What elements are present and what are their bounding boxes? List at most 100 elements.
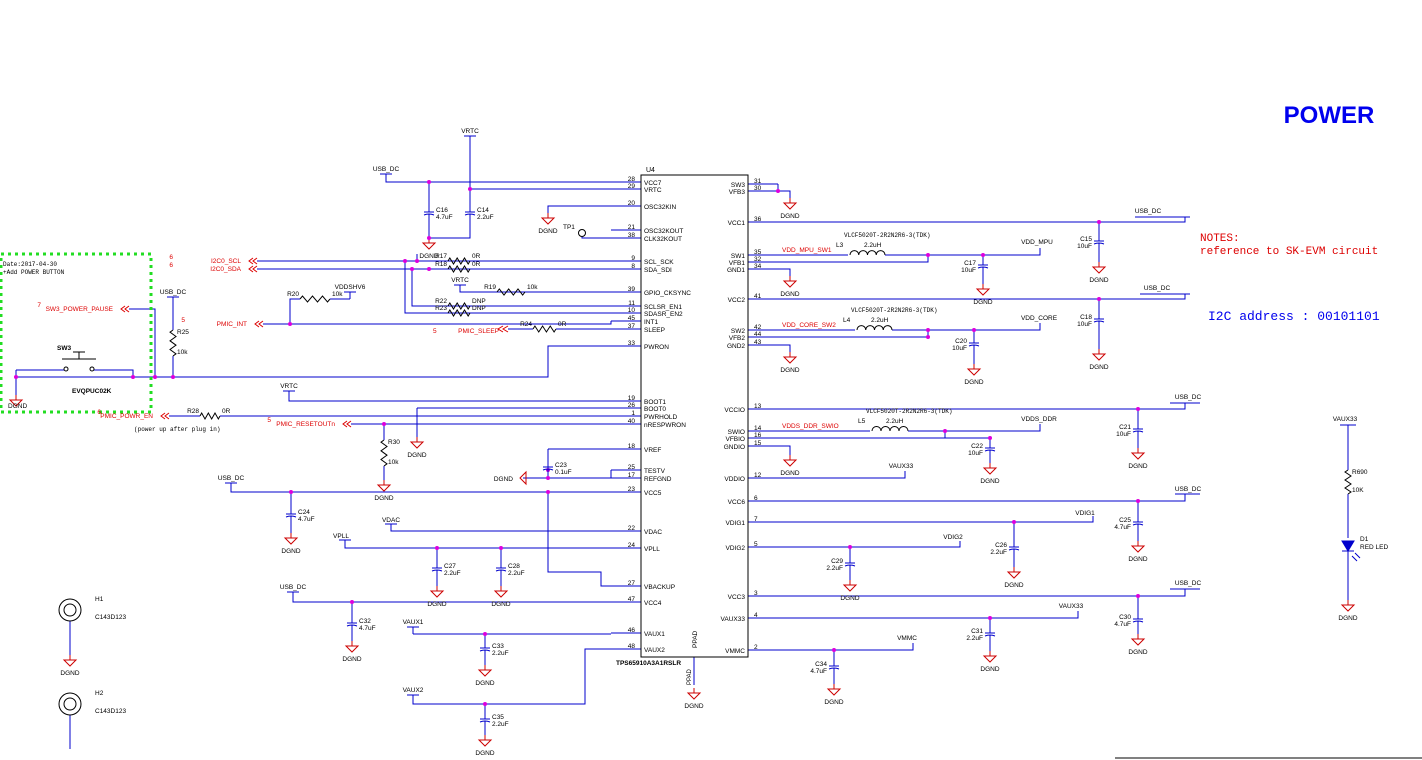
cap-ref: C22 bbox=[971, 443, 983, 450]
switch-part: EVQPUC02K bbox=[72, 388, 112, 395]
ic-pin-number: 3 bbox=[754, 590, 758, 597]
ground-label: DGND bbox=[8, 403, 27, 410]
wire bbox=[263, 298, 300, 325]
ic-pin-number: 40 bbox=[628, 418, 636, 425]
power-net-label: VAUX2 bbox=[403, 687, 424, 694]
notes-heading: NOTES: bbox=[1200, 233, 1240, 245]
wire bbox=[16, 345, 611, 378]
resistor bbox=[447, 309, 471, 317]
ic-pin-name: VCC6 bbox=[728, 499, 746, 506]
res-value: 10k bbox=[332, 291, 343, 298]
ic-pin-name: VDIG2 bbox=[725, 545, 745, 552]
resistor bbox=[447, 302, 471, 310]
capacitor bbox=[479, 642, 491, 656]
ic-pin-name: VBACKUP bbox=[644, 584, 675, 591]
ic-pin-name: TESTV bbox=[644, 468, 666, 475]
ic-pin-name: VCC5 bbox=[644, 490, 662, 497]
ic-pin-number: 22 bbox=[628, 525, 636, 532]
wire bbox=[778, 445, 791, 455]
offpage-sheet-number: 6 bbox=[169, 254, 173, 261]
ic-pin-name: VFB1 bbox=[729, 260, 746, 267]
ic-pin-number: 30 bbox=[754, 185, 762, 192]
junction-dot bbox=[926, 253, 930, 257]
junction-dot bbox=[1136, 407, 1140, 411]
res-value: 0R bbox=[222, 408, 231, 415]
junction-dot bbox=[546, 490, 550, 494]
res-value: DNP bbox=[472, 298, 486, 305]
junction-dot bbox=[972, 328, 976, 332]
resistor bbox=[199, 411, 221, 421]
page-title: POWER bbox=[1284, 102, 1375, 129]
resistor bbox=[447, 257, 471, 265]
cap-ref: C34 bbox=[815, 661, 827, 668]
wire bbox=[778, 516, 1094, 523]
ic-pin-name: VFBIO bbox=[725, 436, 745, 443]
ic-pin-number: 10 bbox=[628, 307, 636, 314]
offpage-sheet-number: 6 bbox=[97, 409, 101, 416]
ic-pin-name: GND1 bbox=[727, 267, 745, 274]
capacitor bbox=[968, 337, 980, 351]
res-ref: R17 bbox=[435, 253, 447, 260]
ic-pin-number: 43 bbox=[754, 339, 762, 346]
power-net-label: USB_DC bbox=[218, 475, 245, 482]
wire bbox=[129, 308, 156, 377]
ground-label: DGND bbox=[1128, 556, 1147, 563]
offpage-sheet-number: 6 bbox=[169, 262, 173, 269]
ic-pin-name: VCC1 bbox=[728, 220, 746, 227]
cap-value: 4.7uF bbox=[298, 516, 315, 523]
mounting-hole bbox=[58, 692, 82, 716]
junction-dot bbox=[848, 545, 852, 549]
cap-ref: C15 bbox=[1080, 236, 1092, 243]
capacitor bbox=[984, 627, 996, 641]
ic-pin-number: 46 bbox=[628, 627, 636, 634]
junction-dot bbox=[926, 335, 930, 339]
capacitor bbox=[1008, 541, 1020, 555]
ic-pin-name: VCC3 bbox=[728, 594, 746, 601]
junction-dot bbox=[483, 632, 487, 636]
ground-symbol bbox=[429, 586, 445, 598]
offpage-sheet-number: 5 bbox=[181, 317, 185, 324]
ground-symbol bbox=[782, 198, 798, 210]
ic-pin-number: 37 bbox=[628, 323, 636, 330]
res-value: 10k bbox=[527, 284, 538, 291]
offpage-arrow bbox=[120, 305, 130, 313]
cap-value: 2.2uF bbox=[492, 721, 509, 728]
capacitor bbox=[1093, 313, 1105, 327]
ic-pin-number: 26 bbox=[628, 402, 636, 409]
wire bbox=[411, 269, 611, 307]
junction-dot bbox=[350, 600, 354, 604]
junction-dot bbox=[171, 375, 175, 379]
capacitor bbox=[1093, 235, 1105, 249]
ground-symbol bbox=[982, 463, 998, 475]
notes-text: reference to SK-EVM circuit bbox=[1200, 246, 1378, 258]
ic-pin-name: BOOT1 bbox=[644, 399, 666, 406]
res-value: 10k bbox=[177, 349, 188, 356]
capacitor bbox=[495, 562, 507, 576]
wire bbox=[778, 330, 929, 338]
junction-dot bbox=[1097, 297, 1101, 301]
cap-ref: C30 bbox=[1119, 614, 1131, 621]
ic-pin-number: 19 bbox=[628, 395, 636, 402]
ic-pin-number: 20 bbox=[628, 200, 636, 207]
junction-dot bbox=[776, 189, 780, 193]
ic-pin-name: SLEEP bbox=[644, 327, 665, 334]
offpage-sheet-number: 7 bbox=[37, 302, 41, 309]
power-net-label: USB_DC bbox=[1144, 285, 1171, 292]
power-net-label: VDD_CORE bbox=[1021, 315, 1058, 322]
ground-label: DGND bbox=[427, 601, 446, 608]
ground-symbol bbox=[782, 455, 798, 467]
inductor-ref: L4 bbox=[843, 317, 851, 324]
junction-dot bbox=[427, 267, 431, 271]
power-net-label: VDDS_DDR bbox=[1021, 416, 1057, 423]
ic-pin-name: SCLSR_EN1 bbox=[644, 304, 682, 311]
resistor bbox=[169, 329, 177, 357]
offpage-net-label: PMIC_RESETOUTn bbox=[276, 421, 335, 428]
ic-pin-number: 39 bbox=[628, 286, 636, 293]
wire bbox=[778, 217, 1186, 223]
hole-part: C143D123 bbox=[95, 614, 126, 621]
power-net-label: VAUX33 bbox=[1059, 603, 1084, 610]
res-value: 10K bbox=[1352, 487, 1364, 494]
inductor bbox=[871, 426, 909, 432]
ic-pin-number: 42 bbox=[754, 324, 762, 331]
